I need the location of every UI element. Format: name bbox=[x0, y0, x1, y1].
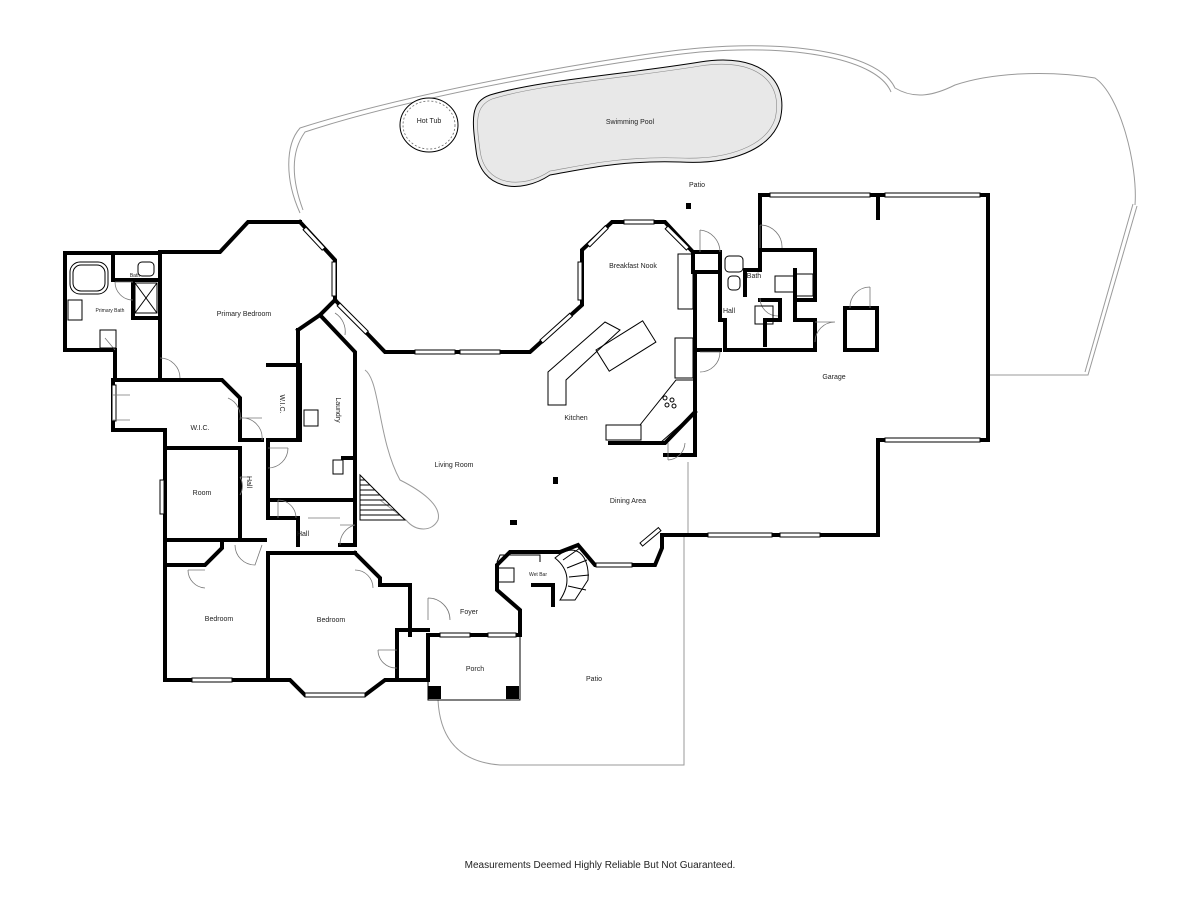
label-bedroom-2: Bedroom bbox=[317, 617, 346, 624]
label-hall-center: Hall bbox=[297, 531, 310, 538]
staircase bbox=[359, 473, 590, 601]
porch-outline bbox=[427, 635, 521, 701]
label-patio-back: Patio bbox=[689, 182, 705, 189]
label-wic-1: W.I.C. bbox=[190, 425, 209, 432]
label-hot-tub: Hot Tub bbox=[417, 118, 442, 125]
label-hall-side: Hall bbox=[245, 476, 252, 489]
room-labels: Hot Tub Swimming Pool Patio Breakfast No… bbox=[96, 118, 846, 683]
label-porch: Porch bbox=[466, 666, 484, 673]
label-garage: Garage bbox=[822, 374, 845, 381]
site-outline bbox=[288, 45, 1138, 766]
label-room: Room bbox=[193, 490, 212, 497]
posts bbox=[428, 203, 691, 699]
windows bbox=[111, 192, 981, 698]
label-living-room: Living Room bbox=[435, 462, 474, 469]
label-breakfast-nook: Breakfast Nook bbox=[609, 263, 657, 270]
disclaimer-text: Measurements Deemed Highly Reliable But … bbox=[464, 860, 736, 871]
label-dining-area: Dining Area bbox=[610, 498, 646, 505]
label-foyer: Foyer bbox=[460, 609, 479, 616]
door-swings bbox=[104, 224, 871, 669]
label-swimming-pool: Swimming Pool bbox=[606, 119, 655, 126]
label-bath-garage: Bath bbox=[747, 273, 762, 280]
label-primary-bedroom: Primary Bedroom bbox=[217, 311, 272, 318]
label-wic-2: W.I.C. bbox=[278, 394, 285, 413]
swimming-pool bbox=[472, 59, 783, 187]
label-bath-primary: Bath bbox=[130, 273, 141, 279]
label-hall-garage: Hall bbox=[723, 308, 736, 315]
label-wet-bar: Wet Bar bbox=[529, 572, 547, 578]
interior-walls bbox=[111, 248, 879, 682]
label-primary-bath: Primary Bath bbox=[96, 308, 125, 314]
hot-tub bbox=[399, 97, 459, 153]
label-bedroom-1: Bedroom bbox=[205, 616, 234, 623]
exterior-walls bbox=[63, 193, 990, 697]
label-laundry: Laundry bbox=[334, 397, 341, 423]
label-patio-front: Patio bbox=[586, 676, 602, 683]
kitchen-fixtures bbox=[547, 253, 696, 444]
label-kitchen: Kitchen bbox=[564, 415, 587, 422]
bath-fixtures bbox=[67, 255, 814, 583]
